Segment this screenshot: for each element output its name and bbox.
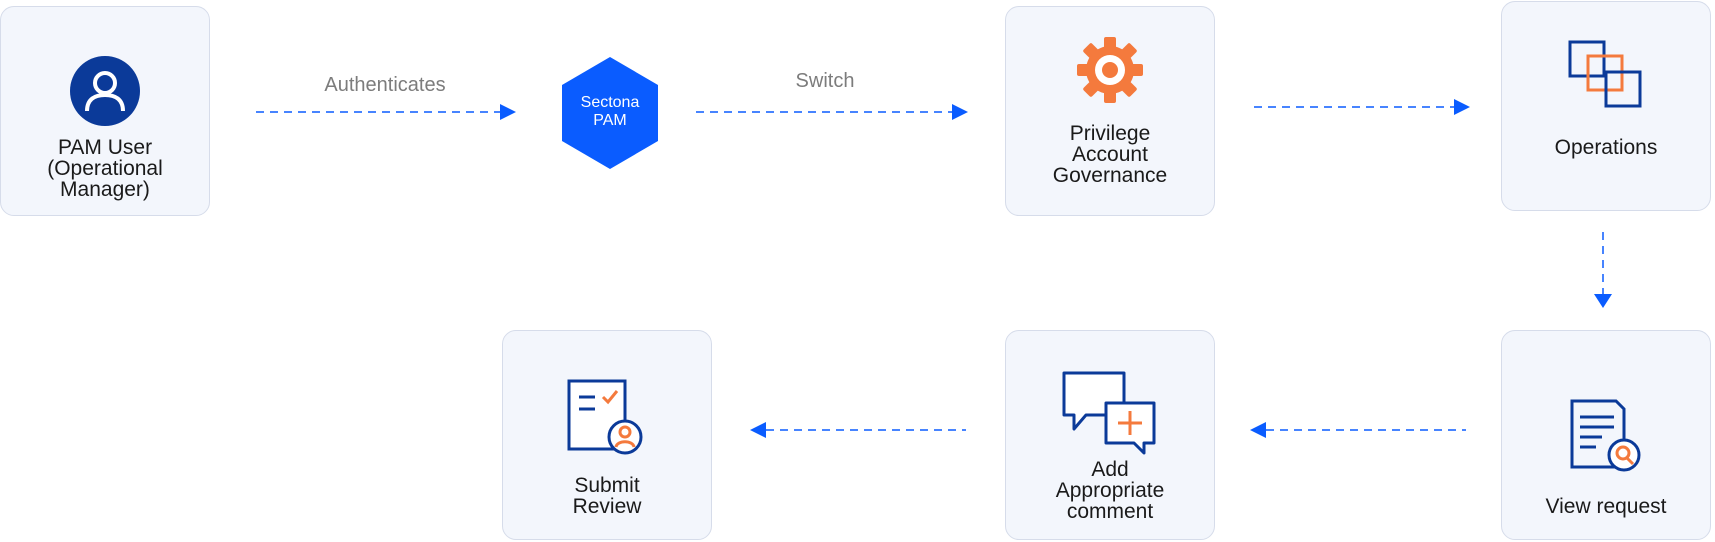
node-operations: Operations — [1501, 1, 1711, 211]
node-add-comment: Add Appropriate comment — [1005, 330, 1215, 540]
checklist-user-icon — [567, 379, 643, 455]
edge-switch-label: Switch — [795, 70, 855, 92]
arrow-governance-to-operations — [1254, 99, 1470, 115]
overlapping-squares-icon — [1568, 40, 1642, 108]
node-sectona-pam: Sectona PAM — [560, 56, 660, 170]
node-pam-user-label: PAM User (Operational Manager) — [47, 136, 163, 201]
node-operations-label: Operations — [1554, 136, 1658, 159]
node-submit-review-label: Submit Review — [572, 474, 642, 518]
arrow-authenticates — [256, 104, 516, 120]
node-governance-label: Privilege Account Governance — [1052, 122, 1168, 187]
node-view-request-label: View request — [1545, 495, 1667, 518]
node-pam-user: PAM User (Operational Manager) — [0, 6, 210, 216]
arrow-add-comment-to-submit-review — [750, 422, 966, 438]
node-sectona-pam-label: Sectona PAM — [580, 94, 640, 129]
edge-authenticates-label: Authenticates — [324, 74, 446, 96]
node-add-comment-label: Add Appropriate comment — [1055, 458, 1165, 523]
arrow-view-request-to-add-comment — [1250, 422, 1466, 438]
node-privilege-account-governance: Privilege Account Governance — [1005, 6, 1215, 216]
gear-icon — [1077, 37, 1143, 103]
user-avatar-icon — [70, 56, 140, 126]
node-view-request: View request — [1501, 330, 1711, 540]
document-search-icon — [1570, 399, 1641, 472]
chat-add-icon — [1062, 371, 1156, 455]
hexagon-shape — [562, 57, 658, 169]
arrow-operations-to-view-request — [1594, 232, 1612, 308]
node-submit-review: Submit Review — [502, 330, 712, 540]
arrow-switch — [696, 104, 968, 120]
